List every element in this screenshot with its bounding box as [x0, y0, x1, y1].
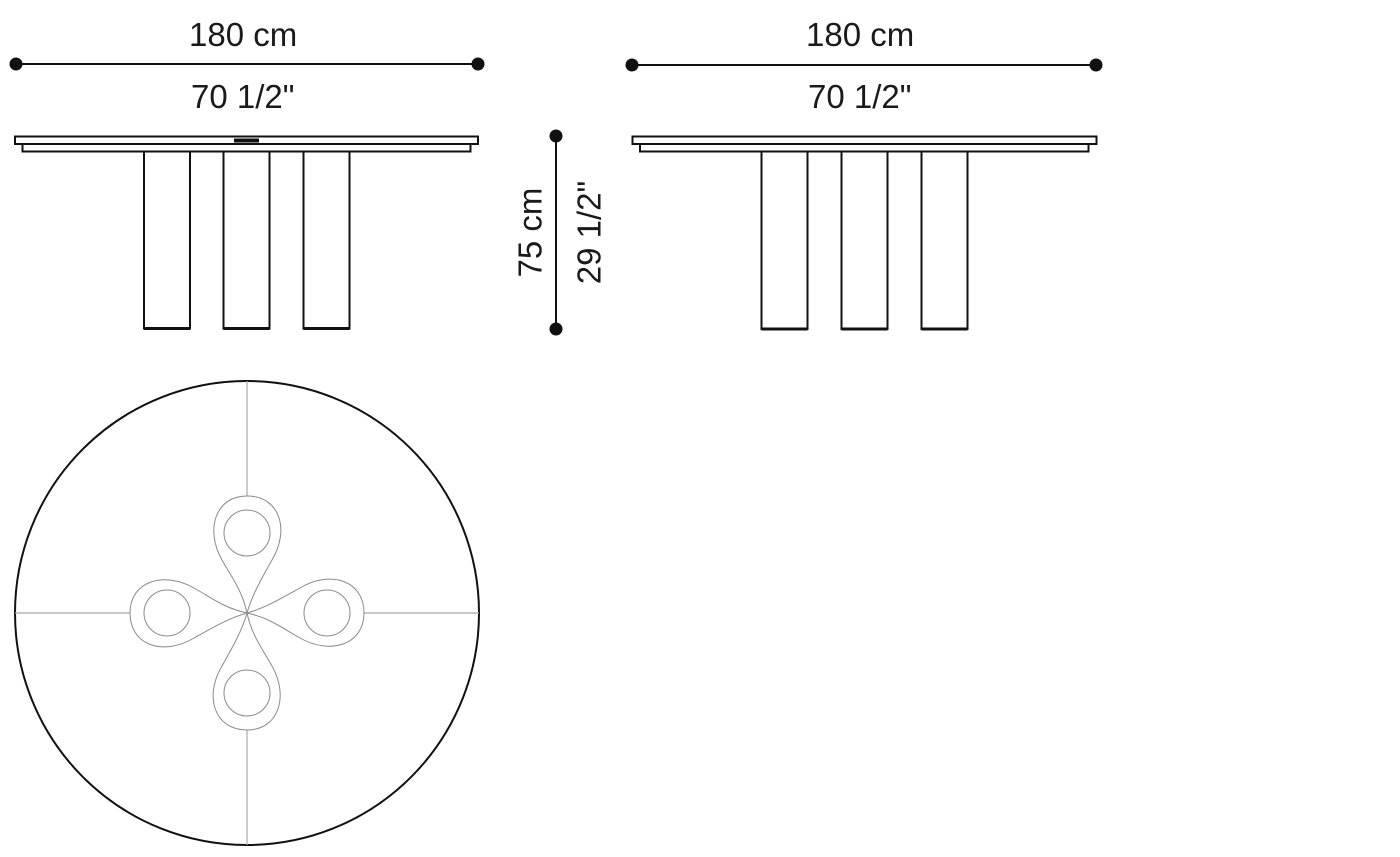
logo-plate	[234, 138, 259, 143]
height-dimension	[549, 129, 563, 336]
front-width-imperial-label: 70 1/2"	[191, 78, 295, 115]
side-width-imperial-label: 70 1/2"	[808, 78, 912, 115]
side-width-metric-label: 180 cm	[806, 16, 915, 53]
side-width-dimension	[625, 58, 1103, 72]
base-lobes	[129, 495, 365, 731]
plan-view	[14, 380, 480, 846]
axis-lines	[15, 381, 479, 845]
front-elevation	[14, 135, 479, 330]
front-width-dimension	[9, 57, 485, 71]
side-legs	[760, 151, 969, 331]
front-width-metric-label: 180 cm	[189, 16, 298, 53]
front-legs	[143, 151, 351, 330]
side-elevation	[631, 135, 1098, 331]
